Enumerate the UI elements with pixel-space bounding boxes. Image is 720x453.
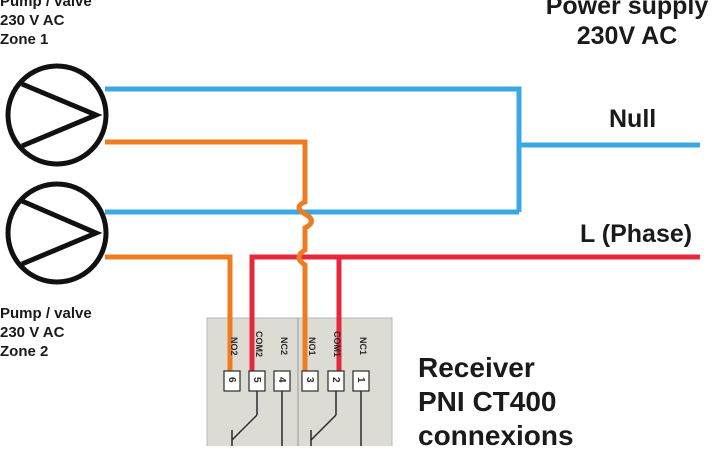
pump-label-zone2: Pump / valve 230 V AC Zone 2 <box>0 304 92 361</box>
terminal-label: COM2 <box>254 331 264 357</box>
pump-symbol-zone2 <box>5 181 109 285</box>
zone-wire-zone1 <box>105 139 314 380</box>
power-supply-voltage: 230V AC <box>576 22 678 50</box>
phase-wire-supply <box>249 254 700 380</box>
pump-label-line: Pump / valve <box>0 305 92 322</box>
phase-label: L (Phase) <box>580 220 693 248</box>
receiver-model: PNI CT400 <box>418 386 557 417</box>
terminal-labels: NO2 COM2 NC2 NO1 COM1 NC1 <box>229 331 368 357</box>
terminal-number: 4 <box>276 377 287 383</box>
terminal-numbers: 6 5 4 3 2 1 <box>226 377 366 383</box>
zone-wires <box>105 139 314 380</box>
pump-label-line: Zone 2 <box>0 343 49 360</box>
receiver-subtitle: connexions <box>418 420 574 451</box>
neutral-wire-zone1 <box>105 86 522 212</box>
pump-label-line: Pump / valve <box>0 0 92 10</box>
terminal-number: 6 <box>226 377 237 383</box>
terminal-label: NC2 <box>279 337 289 355</box>
terminal-label: NC1 <box>358 337 368 355</box>
null-label: Null <box>609 105 657 133</box>
terminal-label: COM1 <box>332 331 342 357</box>
phase-wires <box>249 254 700 380</box>
terminal-number: 3 <box>304 377 315 383</box>
pump-label-line: 230 V AC <box>0 324 65 341</box>
receiver-title: Receiver <box>418 352 535 383</box>
terminal-number: 1 <box>355 377 366 383</box>
terminal-label: NO1 <box>307 337 317 356</box>
pump-label-line: 230 V AC <box>0 12 65 29</box>
terminal-number: 5 <box>251 377 262 383</box>
pump-label-line: Zone 1 <box>0 31 49 48</box>
zone-wire-zone2 <box>105 254 233 380</box>
pump-symbol-zone1 <box>5 63 109 167</box>
receiver-label: Receiver PNI CT400 connexions <box>418 351 574 453</box>
neutral-wires <box>105 86 700 215</box>
power-supply-title: Power supply <box>545 0 709 20</box>
power-supply-label: Power supply 230V AC <box>532 0 720 51</box>
terminal-label: NO2 <box>229 337 239 356</box>
pump-label-zone1: Pump / valve 230 V AC Zone 1 <box>0 0 92 49</box>
relay-contacts <box>231 391 362 446</box>
terminal-number: 2 <box>330 377 341 383</box>
